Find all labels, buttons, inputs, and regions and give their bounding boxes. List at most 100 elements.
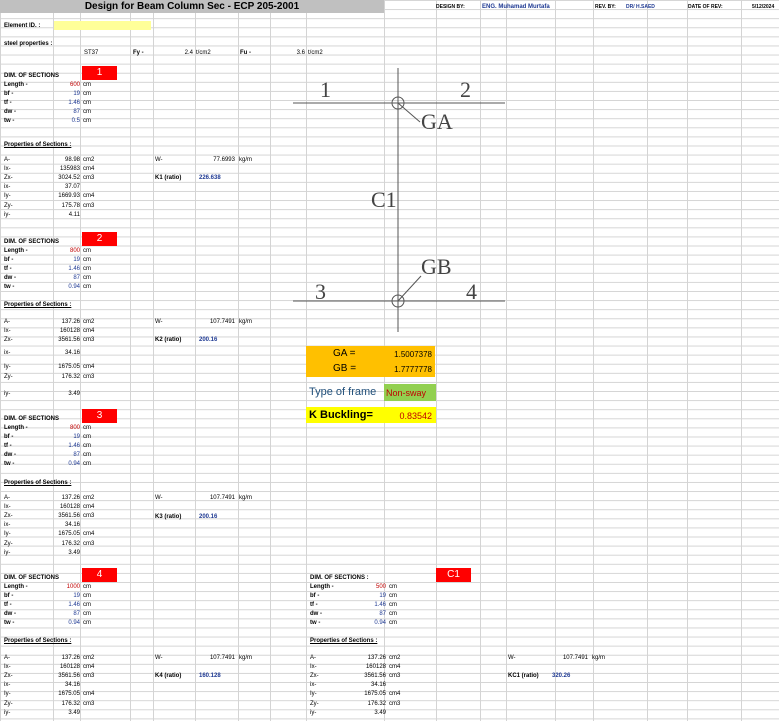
weight-value: 107.7491: [209, 495, 235, 501]
prop-label-iy: iy-: [4, 211, 11, 218]
properties-heading: Properties of Sections :: [310, 638, 378, 644]
dim-value-dw[interactable]: 87: [73, 109, 80, 116]
ga-leader: [397, 102, 421, 123]
gb-leader: [397, 275, 422, 302]
prop-label-Iy: Iy-: [4, 193, 11, 200]
dim-value-length[interactable]: 500: [375, 584, 386, 590]
dim-unit: cm: [83, 443, 91, 450]
date: 5/12/2024: [752, 4, 775, 10]
prop-label-Zy: Zy-: [310, 700, 319, 707]
dim-value-tw[interactable]: 0.5: [71, 118, 80, 125]
dim-value-tw[interactable]: 0.94: [68, 461, 80, 468]
node-3-label: 3: [315, 279, 326, 304]
dim-value-tf[interactable]: 1.46: [68, 602, 80, 609]
dim-value-tf[interactable]: 1.46: [68, 443, 80, 450]
prop-value-Iy: 1675.05: [364, 691, 386, 698]
dim-label-length: Length -: [310, 584, 334, 590]
node-ga: [391, 96, 405, 110]
dim-unit: cm: [83, 257, 91, 264]
element-id-input[interactable]: [54, 21, 151, 30]
dim-value-dw[interactable]: 87: [73, 275, 80, 282]
prop-value-ix: 34.16: [64, 350, 80, 357]
prop-label-Iy: Iy-: [4, 531, 11, 538]
weight-value: 77.6993: [213, 157, 235, 163]
dim-unit: cm: [83, 266, 91, 273]
dim-label-tf: tf -: [4, 266, 12, 273]
prop-label-Ix: Ix-: [4, 166, 11, 173]
date-label: DATE OF REV:: [688, 4, 723, 10]
prop-value-Ix: 160128: [59, 504, 80, 511]
design-by-label: DESIGN BY:: [436, 4, 465, 10]
dim-value-length[interactable]: 800: [69, 425, 80, 431]
fy-unit: t/cm2: [196, 50, 211, 56]
dim-value-dw[interactable]: 87: [379, 611, 386, 618]
gb-result-label: GB =: [333, 363, 357, 374]
dim-value-tf[interactable]: 1.46: [374, 602, 386, 609]
dim-label-tw: tw -: [4, 284, 15, 291]
dim-label-length: Length -: [4, 584, 28, 590]
fy-value[interactable]: 2.4: [184, 50, 193, 56]
dim-value-tf[interactable]: 1.46: [68, 100, 80, 107]
prop-value-Zx: 3561.56: [58, 673, 80, 680]
dim-value-length[interactable]: 800: [69, 248, 80, 254]
dim-value-bf[interactable]: 19: [379, 593, 386, 600]
prop-value-iy: 3.49: [68, 709, 80, 716]
frame-type-cell[interactable]: [384, 384, 436, 401]
prop-value-Zy: 176.32: [61, 700, 80, 707]
properties-heading: Properties of Sections :: [4, 142, 72, 148]
prop-unit: cm4: [83, 504, 95, 511]
prop-unit: cm3: [83, 673, 95, 680]
dim-value-tw[interactable]: 0.94: [68, 284, 80, 291]
prop-label-ix: ix-: [4, 682, 11, 689]
dim-label-tf: tf -: [310, 602, 318, 609]
node-gb: [391, 294, 405, 308]
dim-of-sections-label: DIM. OF SECTIONS: [4, 575, 60, 581]
weight-unit: kg/m: [592, 655, 606, 661]
dim-label-tw: tw -: [4, 461, 15, 468]
prop-unit: cm3: [83, 700, 95, 707]
section-id-badge: 2: [82, 232, 117, 246]
fu-value[interactable]: 3.6: [296, 50, 305, 56]
dim-label-length: Length -: [4, 82, 28, 88]
weight-label: W-: [508, 655, 516, 661]
dim-label-tf: tf -: [4, 443, 12, 450]
gb-result: 1.7777778: [394, 365, 432, 374]
prop-value-ix: 34.16: [64, 522, 80, 529]
dim-value-dw[interactable]: 87: [73, 611, 80, 618]
prop-label-Zx: Zx-: [4, 513, 13, 520]
prop-label-Zy: Zy-: [4, 700, 13, 707]
dim-value-length[interactable]: 1000: [66, 584, 80, 590]
prop-label-A: A-: [310, 655, 316, 661]
k-ratio-value: 200.16: [199, 514, 218, 520]
prop-unit: cm3: [83, 337, 95, 344]
dim-of-sections-label: DIM. OF SECTIONS: [4, 239, 60, 245]
prop-label-A: A-: [4, 495, 10, 501]
prop-value-Zx: 3561.56: [58, 337, 80, 344]
dim-value-tf[interactable]: 1.46: [68, 266, 80, 273]
dim-value-tw[interactable]: 0.94: [374, 620, 386, 627]
prop-unit: cm4: [83, 328, 95, 335]
ga-result: 1.5007378: [394, 350, 432, 359]
node-4-label: 4: [466, 279, 477, 304]
section-id-badge: 4: [82, 568, 117, 582]
prop-value-Ix: 160128: [59, 664, 80, 671]
dim-value-tw[interactable]: 0.94: [68, 620, 80, 627]
dim-value-bf[interactable]: 19: [73, 257, 80, 264]
g-results-box: [306, 346, 435, 377]
ga-label: GA: [421, 109, 453, 134]
node-1-label: 1: [320, 77, 331, 102]
prop-label-Zx: Zx-: [4, 673, 13, 680]
prop-label-A: A-: [4, 655, 10, 661]
dim-value-length[interactable]: 600: [69, 82, 80, 88]
dim-label-dw: dw -: [4, 275, 16, 282]
prop-label-ix: ix-: [310, 682, 317, 689]
dim-value-bf[interactable]: 19: [73, 593, 80, 600]
dim-value-bf[interactable]: 19: [73, 434, 80, 441]
k-ratio-label: K2 (ratio): [155, 337, 182, 343]
prop-label-Iy: Iy-: [4, 691, 11, 698]
dim-label-length: Length -: [4, 425, 28, 431]
dim-value-bf[interactable]: 19: [73, 91, 80, 98]
steel-grade[interactable]: ST37: [84, 50, 99, 56]
dim-value-dw[interactable]: 87: [73, 452, 80, 459]
dim-unit: cm: [83, 109, 91, 116]
